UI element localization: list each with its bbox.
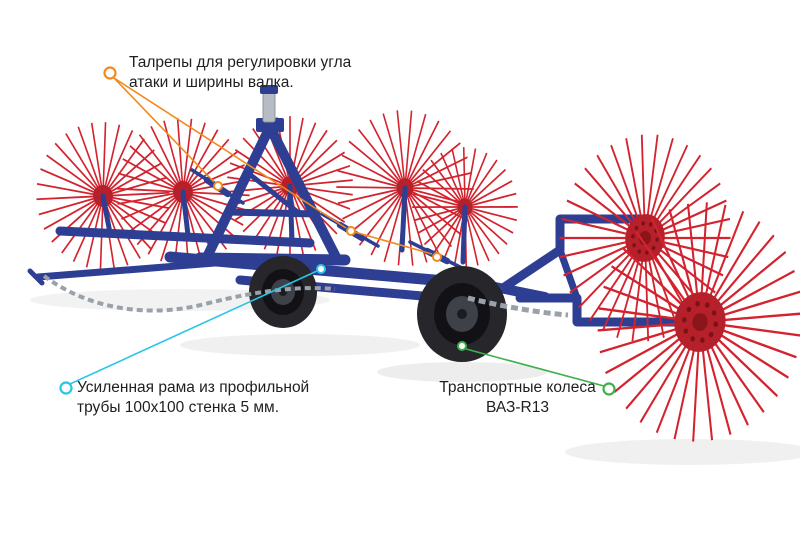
label-line: Транспортные колеса bbox=[439, 379, 596, 396]
label-line: атаки и ширины валка. bbox=[129, 74, 294, 92]
callout-dot-icon bbox=[103, 66, 117, 80]
rake-wheel-7 bbox=[597, 202, 800, 442]
callout-transport-wheels-label: Транспортные колеса ВАЗ-R13 bbox=[430, 378, 605, 419]
callout-dot-icon bbox=[457, 341, 467, 351]
callout-dot-icon bbox=[346, 226, 356, 236]
transport-wheel-right bbox=[417, 266, 507, 362]
callout-frame-label: Усиленная рама из профильной трубы 100х1… bbox=[77, 378, 309, 419]
transport-wheel-left bbox=[249, 256, 317, 328]
callout-dot-icon bbox=[316, 264, 326, 274]
callout-wheels-leader bbox=[457, 341, 616, 396]
callout-dot-icon bbox=[213, 181, 223, 191]
cylinder-cap bbox=[260, 85, 278, 94]
safety-chain-left bbox=[42, 274, 336, 313]
callout-dot-icon bbox=[432, 252, 442, 262]
safety-chain-right bbox=[467, 295, 569, 318]
rake-wheel-4 bbox=[336, 110, 474, 266]
callout-dot-icon bbox=[602, 382, 616, 396]
label-line: трубы 100х100 стенка 5 мм. bbox=[77, 399, 280, 417]
callout-frame-leader bbox=[59, 264, 326, 395]
callout-turnbuckles-leader bbox=[103, 66, 442, 262]
label-line: Талрепы для регулировки угла bbox=[129, 54, 352, 71]
callout-turnbuckles-label: Талрепы для регулировки угла атаки и шир… bbox=[129, 53, 351, 94]
label-line: Усиленная рама из профильной bbox=[77, 379, 310, 396]
hydraulic-cylinder bbox=[262, 91, 276, 123]
label-line: ВАЗ-R13 bbox=[486, 399, 549, 417]
callout-dot-icon bbox=[59, 381, 73, 395]
